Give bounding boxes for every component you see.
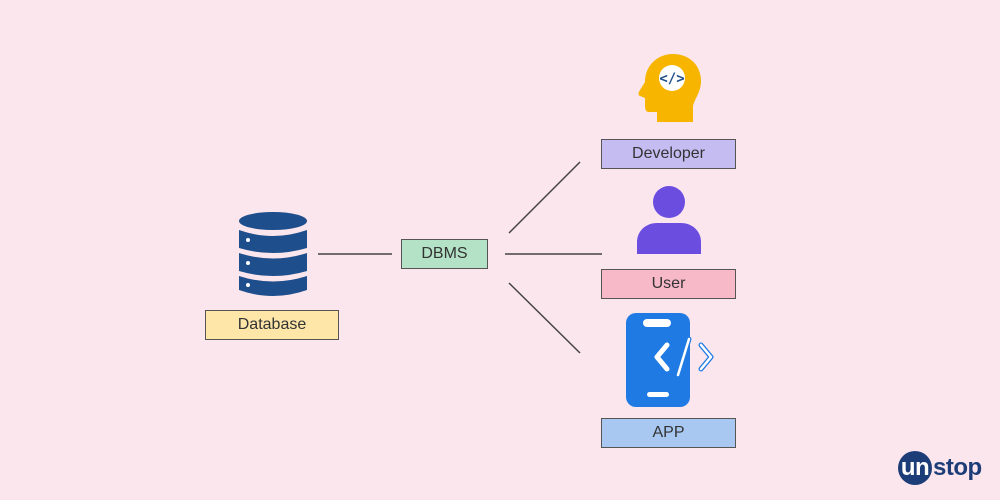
line-dbms-developer bbox=[508, 161, 581, 234]
unstop-logo: un stop bbox=[898, 451, 982, 485]
code-glyph: </> bbox=[659, 71, 684, 87]
user-label: User bbox=[601, 269, 736, 299]
logo-circle: un bbox=[898, 451, 932, 485]
developer-label: Developer bbox=[601, 139, 736, 169]
line-dbms-app bbox=[508, 282, 581, 354]
mobile-app-icon bbox=[626, 313, 714, 407]
dbms-label: DBMS bbox=[401, 239, 488, 269]
database-label: Database bbox=[205, 310, 339, 340]
user-icon bbox=[637, 186, 701, 254]
database-icon bbox=[239, 212, 307, 296]
developer-head-icon: </> bbox=[638, 54, 701, 122]
app-label: APP bbox=[601, 418, 736, 448]
logo-text: stop bbox=[933, 454, 982, 481]
